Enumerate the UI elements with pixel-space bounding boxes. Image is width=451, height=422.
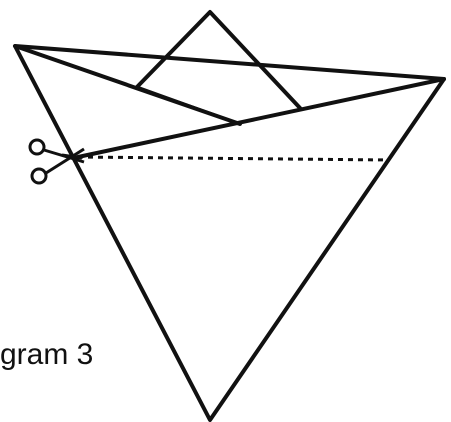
dashed-cut-line — [78, 157, 390, 160]
fold-line — [78, 79, 444, 157]
diagram-caption: gram 3 — [0, 340, 93, 370]
center-crease — [137, 87, 240, 124]
